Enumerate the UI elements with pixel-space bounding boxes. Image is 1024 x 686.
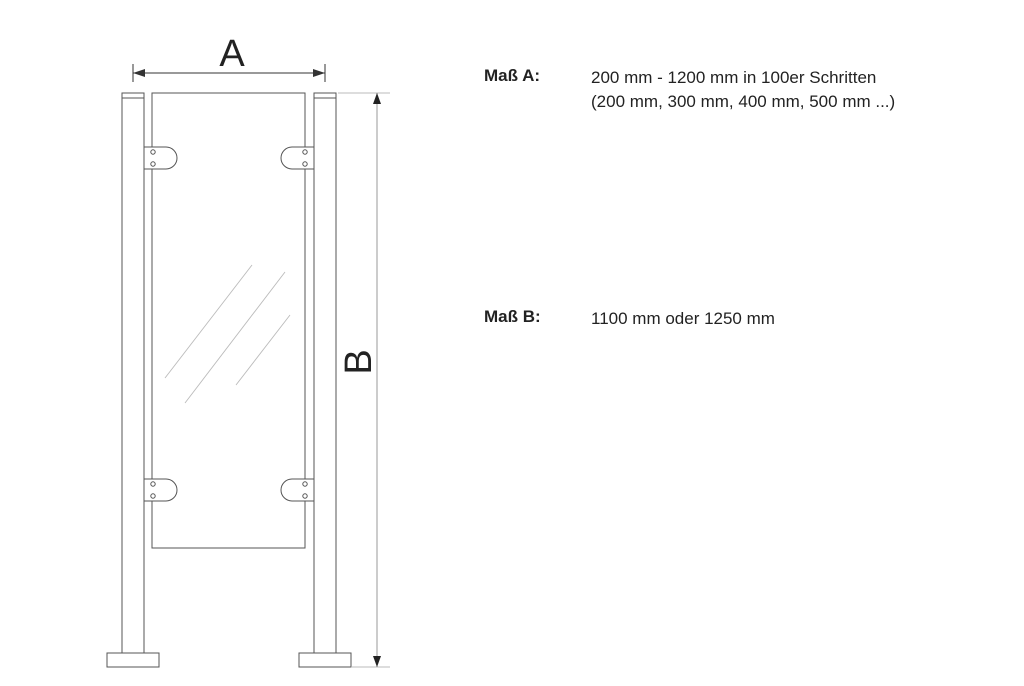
dimension-a-arrow-left bbox=[133, 69, 145, 77]
clamp-top-right bbox=[280, 146, 315, 170]
right-post-base bbox=[298, 652, 352, 668]
dimension-b-letter: B bbox=[338, 349, 380, 374]
spec-b-line-1: 1100 mm oder 1250 mm bbox=[591, 309, 775, 328]
spec-a: Maß A: bbox=[484, 66, 540, 86]
dimension-a-letter: A bbox=[219, 33, 245, 75]
spec-b-value: 1100 mm oder 1250 mm bbox=[591, 307, 775, 331]
dimension-a bbox=[132, 64, 326, 82]
glass-panel-body bbox=[151, 92, 306, 549]
spec-a-value: 200 mm - 1200 mm in 100er Schritten (200… bbox=[591, 66, 895, 114]
spec-a-line-1: 200 mm - 1200 mm in 100er Schritten bbox=[591, 68, 877, 87]
spec-b-label: Maß B: bbox=[484, 307, 541, 326]
dimension-b bbox=[338, 92, 390, 668]
clamp-bottom-right bbox=[280, 478, 315, 502]
left-post-body bbox=[121, 92, 145, 654]
dimension-b-arrow-bottom bbox=[373, 656, 381, 667]
spec-a-line-2: (200 mm, 300 mm, 400 mm, 500 mm ...) bbox=[591, 92, 896, 111]
left-post bbox=[106, 92, 160, 668]
glass-reflection-line bbox=[235, 314, 291, 386]
right-post bbox=[298, 92, 352, 668]
left-post-base bbox=[106, 652, 160, 668]
glass-reflection-line bbox=[164, 264, 253, 379]
right-post-body bbox=[313, 92, 337, 654]
spec-b: Maß B: bbox=[484, 307, 541, 327]
glass-reflection-line bbox=[184, 271, 286, 404]
spec-a-label: Maß A: bbox=[484, 66, 541, 85]
clamp-bottom-left bbox=[143, 478, 178, 502]
clamp-top-left bbox=[143, 146, 178, 170]
glass-panel bbox=[151, 92, 306, 549]
dimension-a-arrow-right bbox=[313, 69, 325, 77]
dimension-b-arrow-top bbox=[373, 93, 381, 104]
